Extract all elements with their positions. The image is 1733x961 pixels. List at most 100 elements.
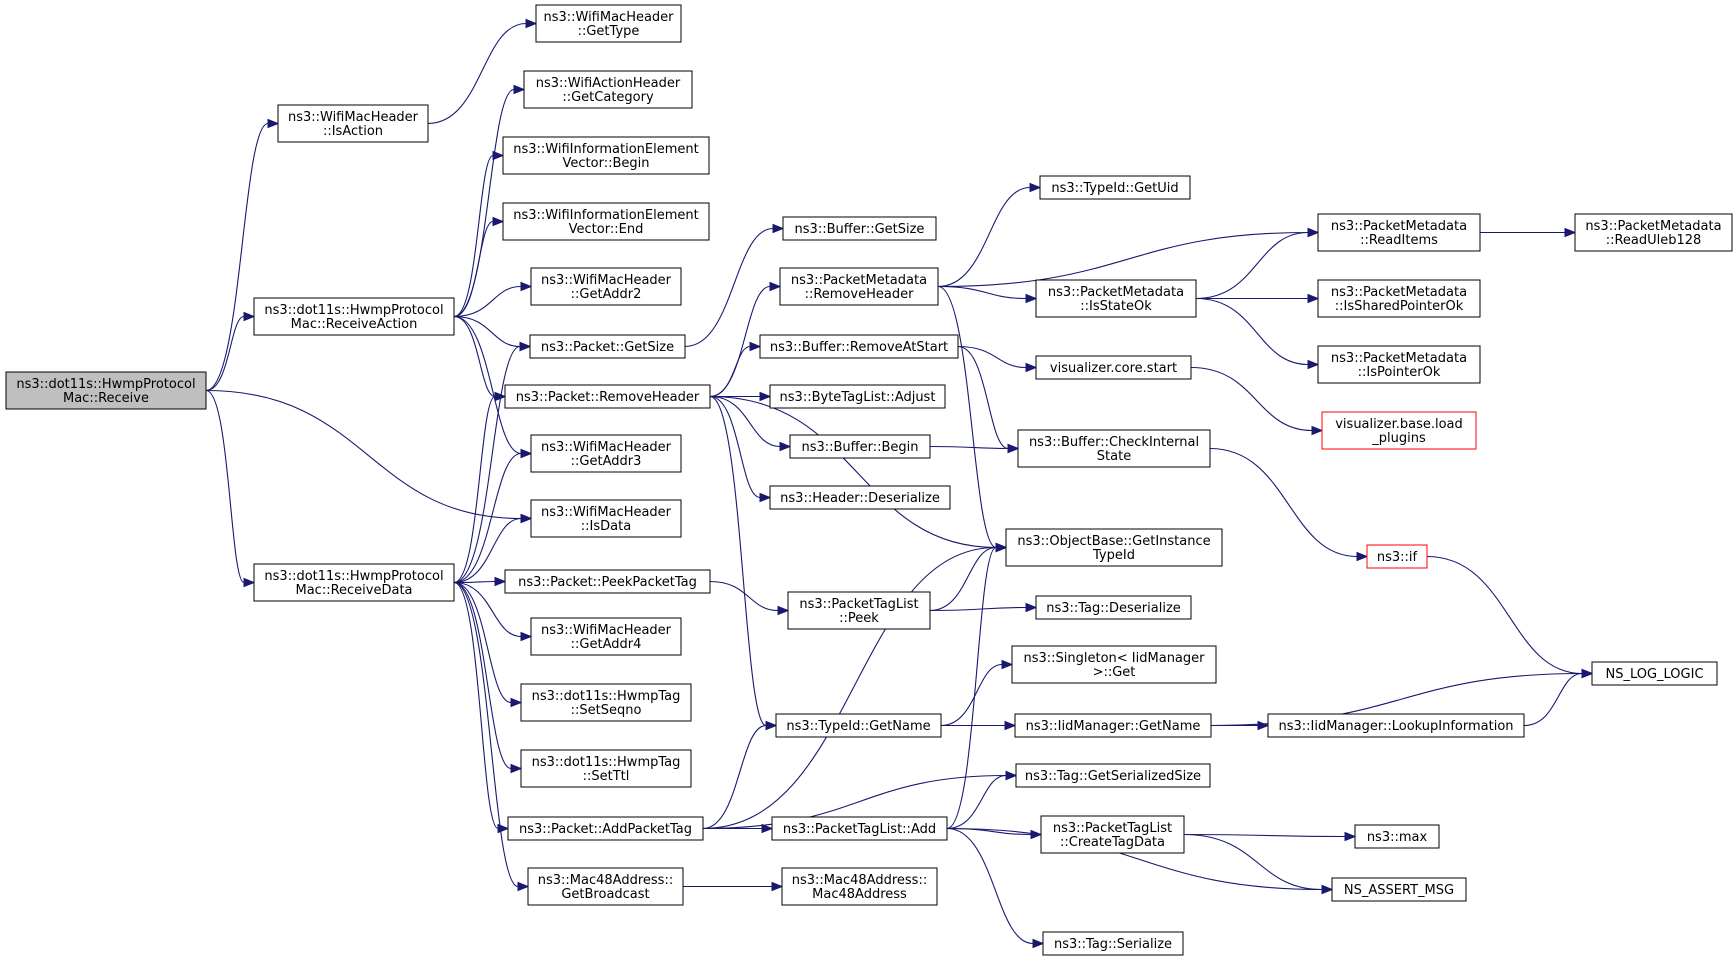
- node-getaddr4[interactable]: ns3::WifiMacHeader::GetAddr4: [530, 617, 682, 656]
- edge-line: [1183, 833, 1346, 838]
- node-nsmax[interactable]: ns3::max: [1354, 824, 1440, 849]
- node-issharedpointerok[interactable]: ns3::PacketMetadata::IsSharedPointerOk: [1317, 279, 1481, 318]
- node-label-line: ns3::PacketMetadata: [791, 273, 927, 288]
- node-ptlpeek[interactable]: ns3::PacketTagList::Peek: [787, 591, 931, 630]
- arrowhead-icon: [513, 84, 526, 95]
- call-edge-readitems-to-readuleb: [1480, 227, 1577, 238]
- arrowhead-icon: [1307, 293, 1320, 304]
- arrowhead-icon: [1001, 659, 1014, 670]
- edge-line: [929, 606, 1027, 612]
- arrowhead-icon: [1581, 668, 1594, 679]
- node-loglogic[interactable]: NS_LOG_LOGIC: [1591, 661, 1718, 686]
- node-mac48ctor[interactable]: ns3::Mac48Address::Mac48Address: [781, 867, 938, 906]
- node-peekpackettag[interactable]: ns3::Packet::PeekPacketTag: [504, 569, 711, 594]
- node-box: [779, 267, 939, 306]
- node-getcategory[interactable]: ns3::WifiActionHeader::GetCategory: [523, 70, 693, 109]
- node-box: [530, 617, 682, 656]
- node-readitems[interactable]: ns3::PacketMetadata::ReadItems: [1317, 213, 1481, 252]
- node-loadplugins[interactable]: visualizer.base.load_plugins: [1321, 411, 1477, 450]
- edge-line: [205, 315, 245, 392]
- call-edge-removeheader-to-typeidgetname: [709, 395, 778, 731]
- node-box: [530, 267, 682, 306]
- node-getaddr2[interactable]: ns3::WifiMacHeader::GetAddr2: [530, 267, 682, 306]
- node-isstateok[interactable]: ns3::PacketMetadata::IsStateOk: [1035, 279, 1197, 318]
- node-label-line: ns3::Buffer::GetSize: [795, 222, 925, 237]
- node-ispointerok[interactable]: ns3::PacketMetadata::IsPointerOk: [1317, 345, 1481, 384]
- edge-line: [946, 827, 1034, 945]
- call-edge-recvaction-to-getcategory: [453, 84, 526, 318]
- arrowhead-icon: [1025, 602, 1038, 613]
- node-box: [1015, 763, 1211, 788]
- node-assertmsg[interactable]: NS_ASSERT_MSG: [1331, 877, 1467, 902]
- node-ptladd[interactable]: ns3::PacketTagList::Add: [771, 816, 948, 841]
- arrowhead-icon: [492, 150, 505, 161]
- arrowhead-icon: [1029, 182, 1042, 193]
- node-label-line: ns3::IidManager::LookupInformation: [1278, 719, 1513, 734]
- node-label-line: TypeId: [1092, 548, 1135, 563]
- node-iidgetname[interactable]: ns3::IidManager::GetName: [1014, 713, 1212, 738]
- node-recvdata[interactable]: ns3::dot11s::HwmpProtocolMac::ReceiveDat…: [253, 563, 455, 602]
- node-setttl[interactable]: ns3::dot11s::HwmpTag::SetTtl: [520, 749, 692, 788]
- node-box: [787, 591, 931, 630]
- node-buffergetsize[interactable]: ns3::Buffer::GetSize: [782, 216, 937, 241]
- node-recvaction[interactable]: ns3::dot11s::HwmpProtocolMac::ReceiveAct…: [253, 297, 455, 336]
- node-box: [253, 563, 455, 602]
- node-tagdeserialize[interactable]: ns3::Tag::Deserialize: [1035, 595, 1192, 620]
- node-pktgetsize[interactable]: ns3::Packet::GetSize: [529, 334, 686, 359]
- edge-line: [427, 22, 527, 125]
- arrowhead-icon: [995, 542, 1008, 553]
- node-pmremoveheader[interactable]: ns3::PacketMetadata::RemoveHeader: [779, 267, 939, 306]
- call-edge-pmremoveheader-to-getuid: [937, 182, 1042, 288]
- arrowhead-icon: [759, 492, 772, 503]
- node-removeatstart[interactable]: ns3::Buffer::RemoveAtStart: [759, 334, 959, 359]
- edge-line: [929, 546, 997, 612]
- node-isdata[interactable]: ns3::WifiMacHeader::IsData: [530, 499, 682, 538]
- node-corestart[interactable]: visualizer.core.start: [1035, 355, 1192, 380]
- call-edge-typeidgetname-to-iidgetname: [941, 720, 1017, 731]
- node-bufferbegin[interactable]: ns3::Buffer::Begin: [789, 434, 931, 459]
- node-tagserialize[interactable]: ns3::Tag::Serialize: [1042, 931, 1184, 956]
- node-label-line: NS_LOG_LOGIC: [1605, 667, 1703, 682]
- node-label-line: ::GetAddr3: [571, 454, 642, 469]
- node-getuid[interactable]: ns3::TypeId::GetUid: [1039, 175, 1191, 200]
- edge-line: [937, 285, 1027, 300]
- node-getserializedsize[interactable]: ns3::Tag::GetSerializedSize: [1015, 763, 1211, 788]
- node-box: [502, 136, 710, 175]
- node-setseqno[interactable]: ns3::dot11s::HwmpTag::SetSeqno: [520, 683, 692, 722]
- node-label-line: ns3::WifiMacHeader: [541, 440, 672, 455]
- node-removeheader[interactable]: ns3::Packet::RemoveHeader: [504, 384, 711, 409]
- arrowhead-icon: [772, 223, 785, 234]
- node-getbroadcast[interactable]: ns3::Mac48Address::GetBroadcast: [527, 867, 684, 906]
- node-singletonget[interactable]: ns3::Singleton< IidManager>::Get: [1011, 645, 1217, 684]
- node-label-line: _plugins: [1371, 431, 1426, 446]
- node-getaddr3[interactable]: ns3::WifiMacHeader::GetAddr3: [530, 434, 682, 473]
- node-lookupinfo[interactable]: ns3::IidManager::LookupInformation: [1267, 713, 1525, 738]
- arrowhead-icon: [243, 311, 256, 322]
- node-box: [277, 104, 429, 143]
- node-label-line: ns3::dot11s::HwmpProtocol: [264, 569, 443, 584]
- edge-line: [702, 774, 1007, 830]
- node-box: [1014, 713, 1212, 738]
- node-gettype[interactable]: ns3::WifiMacHeader::GetType: [535, 4, 682, 43]
- node-typeidgetname[interactable]: ns3::TypeId::GetName: [775, 713, 942, 738]
- node-deserialize[interactable]: ns3::Header::Deserialize: [769, 485, 951, 510]
- node-nsif[interactable]: ns3::if: [1366, 544, 1428, 569]
- node-label-line: ns3::PacketMetadata: [1331, 351, 1467, 366]
- node-isaction[interactable]: ns3::WifiMacHeader::IsAction: [277, 104, 429, 143]
- arrowhead-icon: [1307, 227, 1320, 238]
- node-box: [523, 70, 693, 109]
- arrowhead-icon: [517, 881, 530, 892]
- node-readuleb[interactable]: ns3::PacketMetadata::ReadUleb128: [1574, 213, 1733, 252]
- node-label-line: ns3::PacketMetadata: [1331, 285, 1467, 300]
- node-addpackettag[interactable]: ns3::Packet::AddPacketTag: [507, 816, 704, 841]
- call-edge-pmremoveheader-to-getinstancetypeid: [937, 285, 1008, 553]
- node-label-line: ::RemoveHeader: [805, 287, 915, 302]
- arrowhead-icon: [520, 513, 533, 524]
- node-createtagdata[interactable]: ns3::PacketTagList::CreateTagData: [1040, 815, 1185, 854]
- node-adjust[interactable]: ns3::ByteTagList::Adjust: [769, 384, 946, 409]
